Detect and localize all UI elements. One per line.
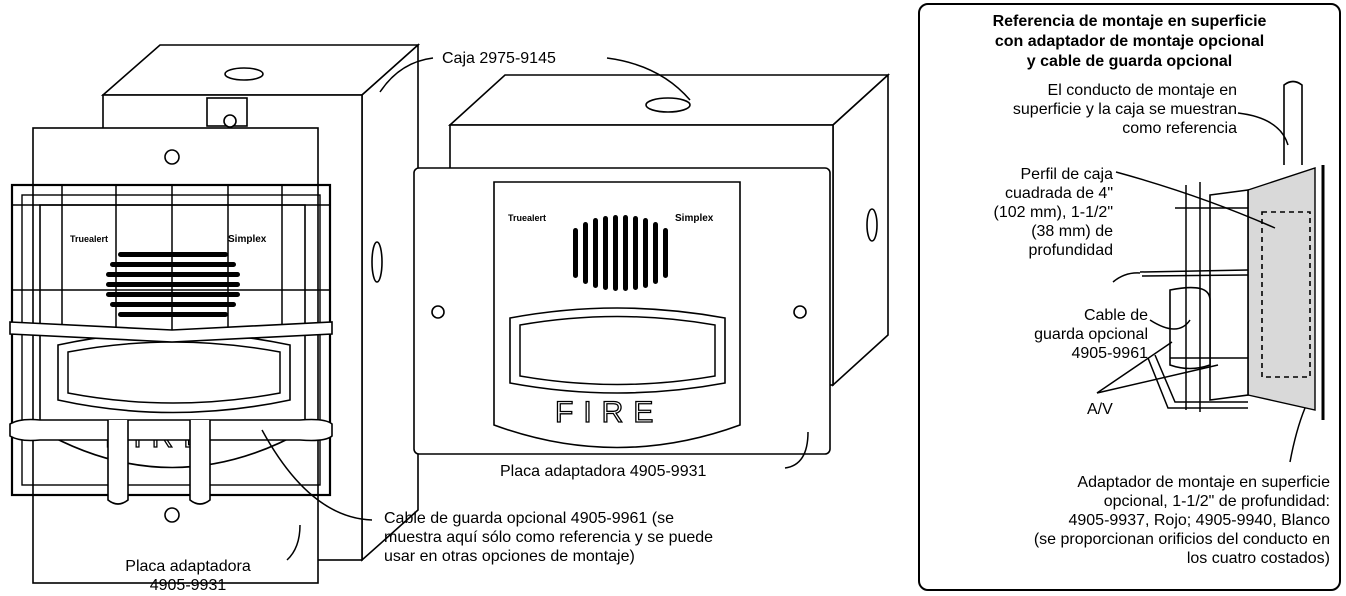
left-adapter-plate-label-line2: 4905-9931 [149, 577, 227, 594]
center-speaker-grille [573, 215, 668, 291]
left-speaker-grille [106, 252, 240, 317]
left-device-drawing: Truealert Simplex FIRE [9, 43, 421, 584]
box-profile-dashed [1261, 211, 1311, 378]
left-brand-left: Truealert [70, 234, 108, 244]
side-panel-title-line2: con adaptador de montaje opcional [994, 33, 1265, 50]
center-plate-screw-right [793, 305, 807, 319]
center-device-drawing: Truealert Simplex FIRE [413, 73, 891, 455]
left-plate-screw-bottom [164, 507, 180, 523]
box-profile-label: Perfil de caja cuadrada de 4" (102 mm), … [930, 165, 1114, 260]
left-back-box-side [361, 43, 419, 562]
left-adapter-plate-label-line1: Placa adaptadora [125, 558, 251, 575]
left-box-top-knockout [224, 67, 264, 81]
box-profile-label-line3: (102 mm), 1-1/2" [993, 204, 1114, 221]
side-adapter-label: Adaptador de montaje en superficie opcio… [922, 473, 1330, 568]
center-adapter-plate-label: Placa adaptadora 4905-9931 [500, 463, 707, 480]
box-profile-label-line4: (38 mm) de [1031, 223, 1113, 240]
box-profile-label-line5: profundidad [1028, 242, 1113, 259]
side-adapter-label-line3: 4905-9937, Rojo; 4905-9940, Blanco [1068, 512, 1330, 529]
box-profile-label-line2: cuadrada de 4" [1005, 185, 1113, 202]
conduit-label-line2: superficie y la caja se muestran [1012, 101, 1237, 118]
side-guard-label-line1: Cable de [1083, 307, 1148, 324]
side-guard-label-line2: guarda opcional [1034, 326, 1148, 343]
side-adapter-label-line2: opcional, 1-1/2" de profundidad: [1103, 493, 1330, 510]
left-bracket-screw [223, 114, 237, 128]
side-panel-title: Referencia de montaje en superficie con … [918, 12, 1341, 72]
left-strobe-lens [57, 331, 291, 414]
side-panel-title-line3: y cable de guarda opcional [1026, 53, 1233, 70]
center-plate-screw-left [431, 305, 445, 319]
left-brand-right: Simplex [228, 234, 267, 245]
conduit-label-line3: como referencia [1122, 120, 1237, 137]
conduit-label: El conducto de montaje en superficie y l… [925, 81, 1237, 138]
center-strobe-lens [509, 307, 726, 394]
side-profile-drawing [1096, 80, 1325, 463]
center-box-top-knockout [645, 97, 691, 113]
center-strobe-text: FIRE [555, 396, 663, 429]
side-adapter-label-line4: (se proporcionan orificios del conducto … [1033, 531, 1330, 548]
left-guard-label-line3: usar en otras opciones de montaje) [384, 548, 635, 565]
center-brand-right: Simplex [675, 213, 714, 224]
side-adapter-label-line1: Adaptador de montaje en superficie [1077, 474, 1330, 491]
center-brand-left: Truealert [508, 213, 546, 223]
conduit-label-line1: El conducto de montaje en [1047, 82, 1237, 99]
side-panel-frame [918, 3, 1341, 591]
center-box-side-knockout [866, 208, 878, 242]
side-guard-label-line3: 4905-9961 [1071, 345, 1148, 362]
left-box-side-knockout [371, 241, 383, 283]
side-adapter-label-line5: los cuatro costados) [1186, 550, 1330, 567]
av-label: A/V [1087, 401, 1113, 418]
side-guard-label: Cable de guarda opcional 4905-9961 [930, 306, 1148, 363]
left-guard-label: Cable de guarda opcional 4905-9961 (se m… [384, 509, 713, 566]
left-plate-screw-top [164, 149, 180, 165]
left-guard-label-line1: Cable de guarda opcional 4905-9961 (se [384, 510, 674, 527]
left-adapter-plate-label: Placa adaptadora 4905-9931 [98, 557, 278, 595]
side-panel-title-line1: Referencia de montaje en superficie [992, 13, 1267, 30]
center-back-box-side [832, 73, 889, 387]
box-profile-label-line1: Perfil de caja [1020, 166, 1114, 183]
left-guard-label-line2: muestra aquí sólo como referencia y se p… [384, 529, 714, 546]
box-label: Caja 2975-9145 [442, 50, 556, 67]
left-wire-guard [9, 183, 333, 505]
